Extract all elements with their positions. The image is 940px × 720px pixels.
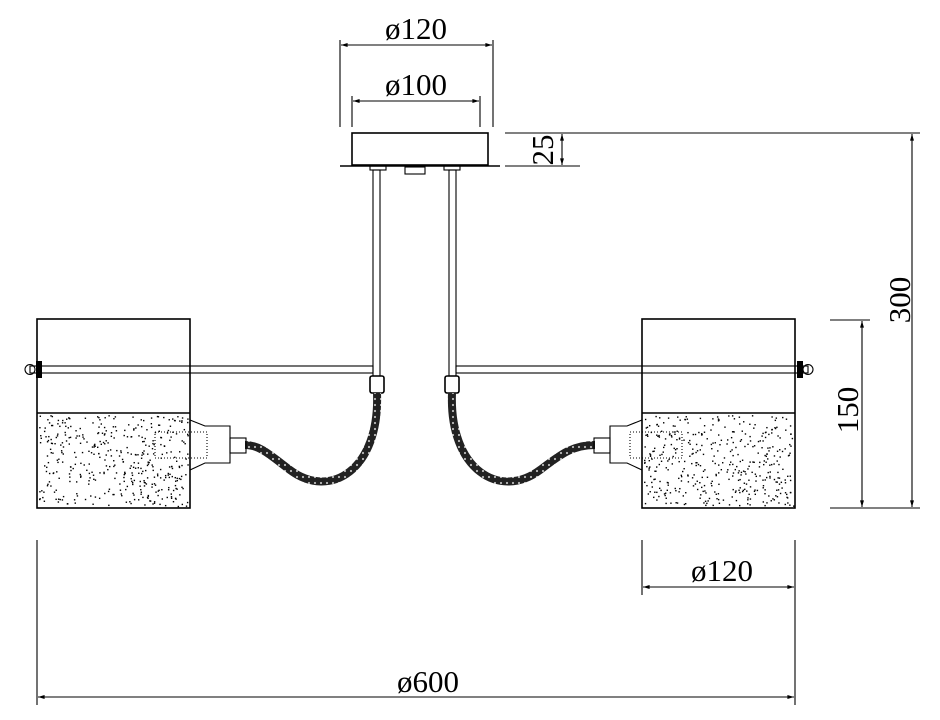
right-shade <box>593 318 796 509</box>
left-cable <box>244 392 382 486</box>
dim-total-height: 300 <box>505 132 920 509</box>
dim-canopy-height: 25 <box>505 134 580 167</box>
speckle-texture <box>644 415 795 507</box>
dim-canopy-outer: ø120 <box>339 11 494 127</box>
label-canopy-outer: ø120 <box>385 11 447 46</box>
speckle-texture <box>39 415 189 508</box>
rods <box>369 169 460 394</box>
label-canopy-height: 25 <box>525 135 560 166</box>
left-shade <box>36 318 247 509</box>
canopy <box>340 132 500 175</box>
label-canopy-inner: ø100 <box>385 67 447 102</box>
arms <box>24 361 814 378</box>
label-total-height: 300 <box>882 277 917 324</box>
dim-shade-diameter: ø120 <box>641 540 796 705</box>
label-total-width: ø600 <box>397 664 459 699</box>
label-shade-diameter: ø120 <box>691 553 753 588</box>
right-cable <box>447 392 596 486</box>
dim-total-width: ø600 <box>36 540 794 705</box>
dim-canopy-inner: ø100 <box>351 67 481 127</box>
dim-shade-height: 150 <box>830 319 870 507</box>
label-shade-height: 150 <box>830 387 865 434</box>
